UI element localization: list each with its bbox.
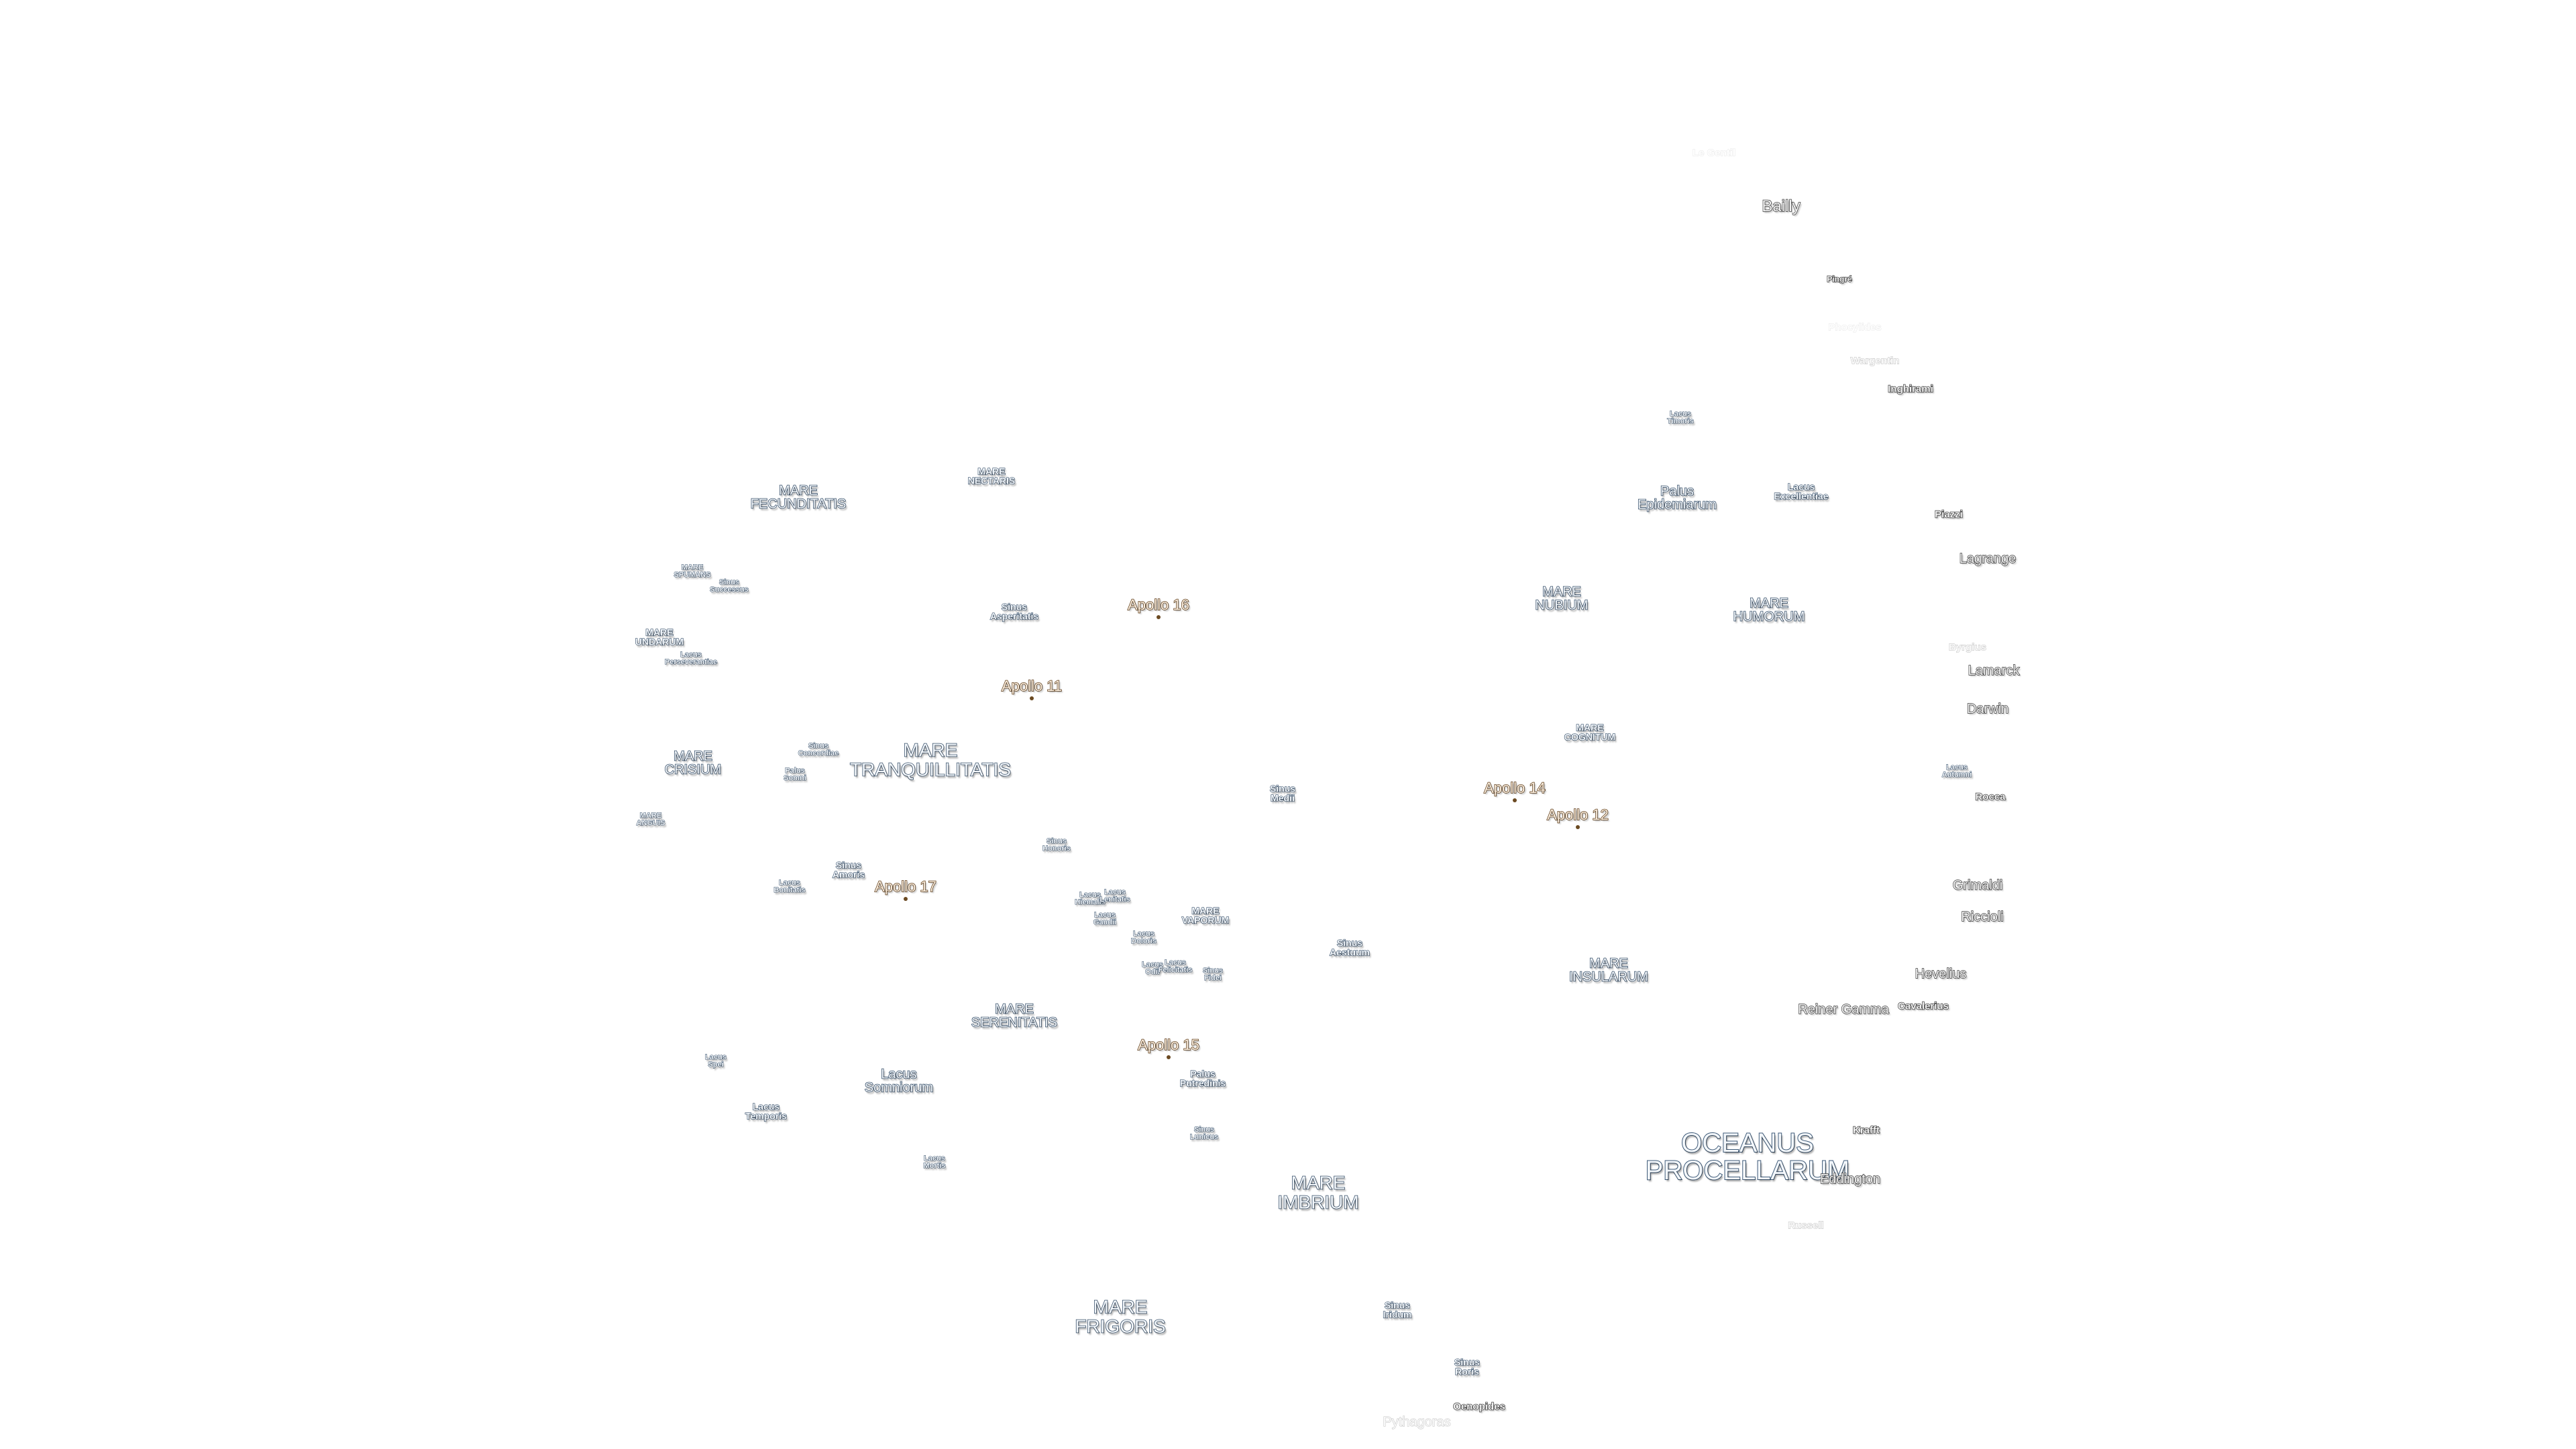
mare-nectaris-label: MARE NECTARIS: [967, 466, 1016, 486]
sinus-asperitatis-label: Sinus Asperitatis: [989, 601, 1039, 622]
mare-crisium-label: MARE CRISIUM: [664, 749, 722, 777]
lacus-mortis-label: Lacus Mortis: [923, 1154, 946, 1170]
mare-tranquillitatis-label: MARE TRANQUILLITATIS: [849, 739, 1012, 780]
riccioli-label: Riccioli: [1961, 909, 2004, 924]
lacus-bonitatis-label: Lacus Bonitatis: [773, 878, 806, 894]
phocylides-label: Phocylides: [1828, 321, 1882, 333]
lacus-odii-label: Lacus Odii: [1142, 960, 1164, 976]
apollo-17-marker-icon[interactable]: [904, 897, 908, 901]
sinus-iridum-label: Sinus Iridum: [1383, 1299, 1412, 1320]
pingre-label: Pingré: [1827, 274, 1853, 284]
bailly-label: Bailly: [1762, 197, 1801, 215]
sinus-medii-label: Sinus Medii: [1269, 783, 1296, 804]
mare-vaporum-label: MARE VAPORUM: [1181, 905, 1230, 926]
apollo-15-marker-icon[interactable]: [1167, 1055, 1171, 1059]
grimaldi-label: Grimaldi: [1952, 877, 2003, 893]
wargentin-label: Wargentin: [1850, 355, 1900, 367]
mare-undarum-label: MARE UNDARUM: [635, 627, 684, 647]
mare-insularum-label: MARE INSULARUM: [1568, 956, 1648, 985]
apollo-11-label: Apollo 11: [1001, 677, 1063, 694]
lacus-excellentiae-label: Lacus Excellentiae: [1774, 481, 1829, 502]
hevelius-label: Hevelius: [1915, 966, 1967, 981]
sinus-amoris-label: Sinus Amoris: [832, 859, 865, 880]
mare-nubium-label: MARE NUBIUM: [1535, 584, 1589, 613]
lacus-doloris-label: Lacus Doloris: [1130, 929, 1157, 945]
inghirami-label: Inghirami: [1888, 383, 1934, 395]
sinus-honoris-label: Sinus Honoris: [1042, 837, 1071, 853]
mare-imbrium-label: MARE IMBRIUM: [1277, 1172, 1360, 1212]
oenopides-label: Oenopides: [1453, 1401, 1506, 1413]
palus-epidemiarum-label: Palus Epidemiarum: [1637, 484, 1717, 513]
apollo-15-label: Apollo 15: [1137, 1036, 1199, 1053]
mare-anguis-label: MARE ANGUIS: [636, 811, 665, 827]
mare-frigoris-label: MARE FRIGORIS: [1075, 1296, 1167, 1336]
lacus-timoris-label: Lacus Timoris: [1667, 409, 1695, 425]
lamarck-label: Lamarck: [1968, 663, 2020, 678]
lacus-gaudii-label: Lacus Gaudii: [1093, 910, 1117, 926]
reiner-gamma-label: Reiner Gamma: [1797, 1002, 1889, 1017]
lacus-temporis-label: Lacus Temporis: [745, 1101, 787, 1122]
le-gentil-label: Le Gentil: [1692, 147, 1736, 159]
lagrange-label: Lagrange: [1959, 551, 2017, 566]
piazzi-label: Piazzi: [1934, 508, 1963, 521]
lacus-autumni-label: Lacus Autumni: [1941, 763, 1972, 779]
lacus-spei-label: Lacus Spei: [705, 1053, 727, 1069]
lacus-lenitatis-label: Lacus Lenitatis: [1099, 888, 1130, 904]
apollo-17-label: Apollo 17: [874, 877, 936, 895]
darwin-label: Darwin: [1966, 701, 2009, 716]
oceanus-procellarum-label: OCEANUS PROCELLARUM: [1645, 1128, 1851, 1185]
cavalerius-label: Cavalerius: [1897, 1000, 1949, 1012]
lacus-hiemalis-label: Lacus Hiemalis: [1075, 890, 1106, 906]
sinus-aestuum-label: Sinus Aestuum: [1329, 937, 1370, 958]
apollo-14-marker-icon[interactable]: [1513, 798, 1517, 802]
lacus-somniorum-label: Lacus Somniorum: [864, 1067, 934, 1095]
lacus-perseverantiae-label: Lacus Perseverantiae: [664, 650, 718, 666]
apollo-12-label: Apollo 12: [1546, 806, 1609, 823]
mare-cognitum-label: MARE COGNITUM: [1564, 722, 1616, 743]
russell-label: Russell: [1788, 1220, 1824, 1232]
eddington-label: Eddington: [1819, 1171, 1881, 1187]
apollo-14-label: Apollo 14: [1483, 779, 1546, 796]
sinus-successus-label: Sinus Successus: [710, 578, 749, 594]
sinus-concordiae-label: Sinus Concordiae: [798, 741, 839, 757]
apollo-11-marker-icon[interactable]: [1030, 696, 1034, 700]
apollo-16-label: Apollo 16: [1127, 596, 1189, 613]
mare-fecunditatis-label: MARE FECUNDITATIS: [750, 483, 847, 512]
byrgius-label: Byrgius: [1949, 641, 1987, 653]
rocca-label: Rocca: [1975, 791, 2006, 803]
apollo-12-marker-icon[interactable]: [1576, 825, 1580, 829]
apollo-16-marker-icon[interactable]: [1157, 615, 1161, 619]
lacus-felicitatis-label: Lacus Felicitatis: [1158, 958, 1193, 974]
mare-humorum-label: MARE HUMORUM: [1733, 596, 1805, 625]
sinus-fidei-label: Sinus Fidei: [1202, 966, 1223, 982]
mare-serenitatis-label: MARE SERENITATIS: [971, 1002, 1058, 1030]
mare-spumans-label: MARE SPUMANS: [674, 563, 711, 579]
palus-somni-label: Palus Somni: [784, 766, 807, 782]
pythagoras-label: Pythagoras: [1383, 1414, 1451, 1430]
sinus-lunicus-label: Sinus Lunicus: [1189, 1125, 1219, 1141]
sinus-roris-label: Sinus Roris: [1454, 1356, 1481, 1377]
palus-putredinis-label: Palus Putredinis: [1179, 1068, 1226, 1089]
krafft-label: Krafft: [1852, 1124, 1880, 1136]
